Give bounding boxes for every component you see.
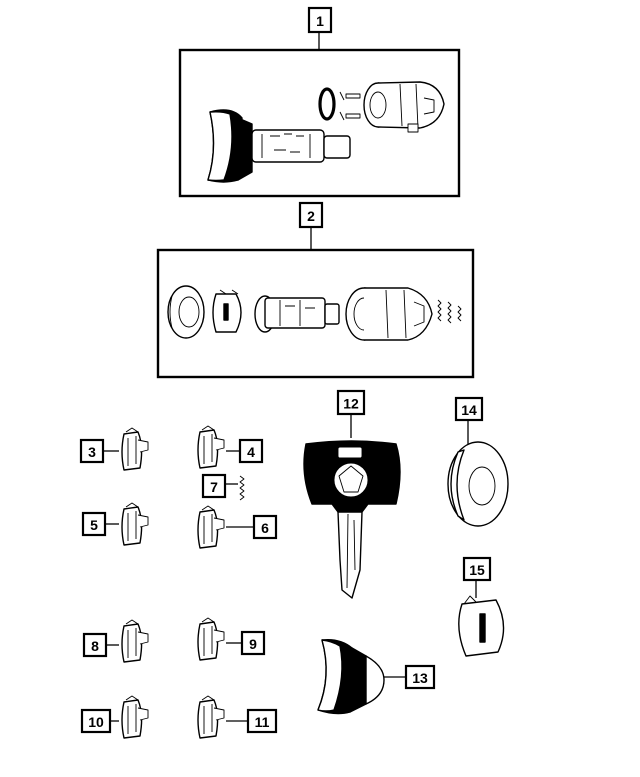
callout-label-4: 4 bbox=[247, 444, 255, 460]
callout-2: 2 bbox=[298, 201, 324, 229]
ignition-housing-kit-icon bbox=[167, 285, 462, 341]
callout-14: 14 bbox=[454, 396, 484, 422]
callout-label-3: 3 bbox=[88, 444, 96, 460]
callout-13: 13 bbox=[404, 664, 436, 690]
spring-7-icon bbox=[239, 475, 245, 501]
callout-1: 1 bbox=[307, 6, 333, 34]
callout-8: 8 bbox=[82, 632, 108, 658]
callout-label-10: 10 bbox=[88, 714, 104, 730]
callout-9: 9 bbox=[240, 630, 266, 656]
tumbler-8-icon bbox=[121, 619, 149, 663]
knob-icon bbox=[317, 638, 385, 715]
callout-label-2: 2 bbox=[307, 208, 315, 224]
callout-3: 3 bbox=[79, 438, 105, 464]
callout-label-11: 11 bbox=[255, 714, 270, 730]
callout-label-7: 7 bbox=[210, 479, 218, 495]
callout-label-15: 15 bbox=[469, 562, 485, 578]
cap-icon bbox=[458, 595, 505, 657]
callout-label-6: 6 bbox=[261, 520, 269, 536]
callout-label-5: 5 bbox=[90, 517, 98, 533]
bezel-icon bbox=[447, 441, 509, 527]
callout-12: 12 bbox=[336, 389, 366, 416]
callout-5: 5 bbox=[81, 511, 107, 537]
tumbler-3-icon bbox=[121, 427, 149, 471]
ignition-cylinder-assembly-icon bbox=[207, 81, 445, 183]
tumbler-9-icon bbox=[197, 617, 225, 661]
callout-label-8: 8 bbox=[91, 638, 99, 654]
callout-label-9: 9 bbox=[249, 636, 257, 652]
tumbler-6-icon bbox=[197, 505, 225, 549]
callout-10: 10 bbox=[80, 708, 112, 734]
callout-label-14: 14 bbox=[461, 402, 477, 418]
callout-label-12: 12 bbox=[343, 396, 359, 412]
tumbler-10-icon bbox=[121, 695, 149, 739]
callout-6: 6 bbox=[252, 514, 278, 540]
key-icon bbox=[303, 440, 401, 599]
tumbler-4-icon bbox=[197, 425, 225, 469]
callout-7: 7 bbox=[201, 473, 227, 499]
tumbler-11-icon bbox=[197, 695, 225, 739]
callout-11: 11 bbox=[246, 708, 278, 734]
callout-label-13: 13 bbox=[412, 670, 428, 686]
group-box-2 bbox=[156, 248, 475, 379]
callout-15: 15 bbox=[462, 556, 492, 582]
callout-4: 4 bbox=[238, 438, 264, 464]
callout-label-1: 1 bbox=[316, 13, 324, 29]
tumbler-5-icon bbox=[121, 502, 149, 546]
